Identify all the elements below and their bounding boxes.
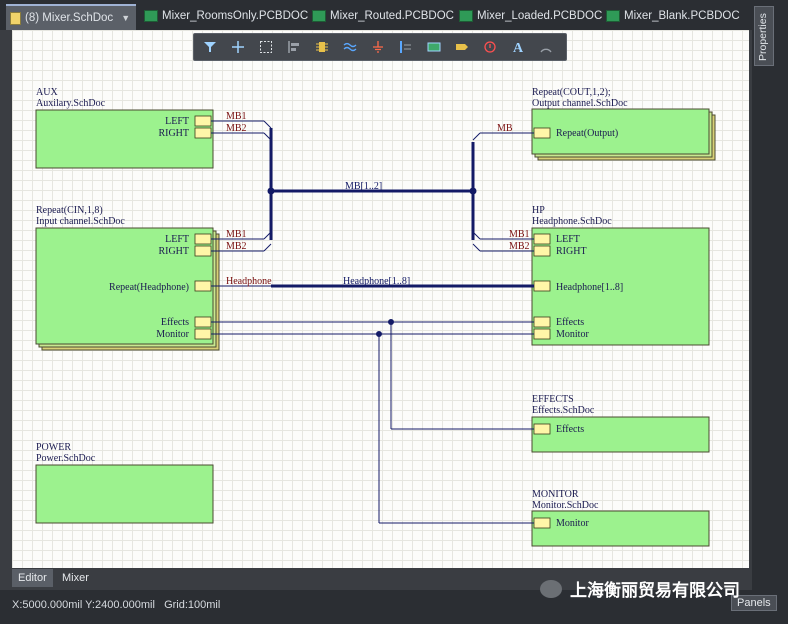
- svg-text:Power.SchDoc: Power.SchDoc: [36, 453, 96, 464]
- pcb-doc-icon: [144, 10, 158, 22]
- active-bar-toolbar: A: [193, 33, 567, 61]
- svg-text:Effects: Effects: [556, 317, 584, 328]
- align-icon[interactable]: [286, 39, 302, 55]
- component-icon[interactable]: [314, 39, 330, 55]
- sheet-symbol-aux[interactable]: AUX Auxilary.SchDoc LEFT RIGHT: [35, 87, 214, 169]
- wechat-icon: [540, 579, 562, 598]
- net-label-mb2: MB2: [226, 241, 247, 252]
- tab-mixer[interactable]: Mixer: [62, 572, 89, 584]
- wire-effects[interactable]: [211, 319, 534, 430]
- svg-text:AUX: AUX: [36, 87, 58, 98]
- sheet-symbol-effects[interactable]: EFFECTS Effects.SchDoc Effects: [531, 394, 710, 453]
- svg-text:Monitor: Monitor: [556, 329, 589, 340]
- wire-monitor[interactable]: [211, 331, 534, 524]
- text-icon[interactable]: A: [510, 39, 526, 55]
- bus-icon[interactable]: [398, 39, 414, 55]
- svg-text:Input channel.SchDoc: Input channel.SchDoc: [36, 216, 125, 227]
- net-label-mb1: MB1: [509, 229, 530, 240]
- properties-panel-tab[interactable]: Properties: [754, 6, 774, 66]
- svg-text:Output channel.SchDoc: Output channel.SchDoc: [532, 98, 628, 109]
- tab-mixer-loaded[interactable]: Mixer_Loaded.PCBDOC: [459, 4, 602, 28]
- tab-mixer-schdoc[interactable]: (8) Mixer.SchDoc ▼: [6, 4, 137, 30]
- svg-text:Effects.SchDoc: Effects.SchDoc: [532, 405, 595, 416]
- svg-text:RIGHT: RIGHT: [158, 128, 189, 139]
- svg-text:Monitor.SchDoc: Monitor.SchDoc: [532, 500, 599, 511]
- net-label-mb-bus: MB[1..2]: [345, 181, 382, 192]
- svg-text:HP: HP: [532, 205, 545, 216]
- schematic-doc-icon: [10, 11, 21, 25]
- sheet-symbol-icon[interactable]: [426, 39, 442, 55]
- svg-text:POWER: POWER: [36, 442, 71, 453]
- pcb-doc-icon: [606, 10, 620, 22]
- svg-text:EFFECTS: EFFECTS: [532, 394, 574, 405]
- svg-text:Repeat(Output): Repeat(Output): [556, 128, 618, 139]
- svg-text:RIGHT: RIGHT: [556, 246, 587, 257]
- svg-text:Auxilary.SchDoc: Auxilary.SchDoc: [36, 98, 106, 109]
- filter-icon[interactable]: [202, 39, 218, 55]
- svg-text:Repeat(COUT,1,2);: Repeat(COUT,1,2);: [532, 87, 611, 98]
- panels-button[interactable]: Panels: [731, 595, 777, 611]
- sheet-symbol-monitor[interactable]: MONITOR Monitor.SchDoc Monitor: [531, 489, 710, 547]
- svg-text:Monitor: Monitor: [156, 329, 189, 340]
- ground-icon[interactable]: [370, 39, 386, 55]
- svg-text:Headphone[1..8]: Headphone[1..8]: [556, 282, 623, 293]
- tab-mixer-blank[interactable]: Mixer_Blank.PCBDOC: [606, 4, 740, 28]
- svg-text:LEFT: LEFT: [165, 234, 189, 245]
- pcb-doc-icon: [312, 10, 326, 22]
- svg-text:Repeat(Headphone): Repeat(Headphone): [109, 282, 189, 293]
- sheet-symbol-input-channel[interactable]: Repeat(CIN,1,8) Input channel.SchDoc LEF…: [35, 205, 220, 351]
- net-label-mb2: MB2: [226, 123, 247, 134]
- svg-text:LEFT: LEFT: [165, 116, 189, 127]
- svg-text:A: A: [513, 41, 524, 54]
- sheet-symbol-output[interactable]: Repeat(COUT,1,2); Output channel.SchDoc …: [531, 87, 716, 161]
- right-panel-strip: [752, 0, 788, 624]
- net-label-mb1: MB1: [226, 229, 247, 240]
- net-label-mb: MB: [497, 123, 513, 134]
- document-tab-bar: (8) Mixer.SchDoc ▼ Mixer_RoomsOnly.PCBDO…: [0, 0, 752, 30]
- no-erc-icon[interactable]: [482, 39, 498, 55]
- svg-text:Monitor: Monitor: [556, 518, 589, 529]
- sheet-symbol-power[interactable]: POWER Power.SchDoc: [35, 442, 214, 524]
- select-rect-icon[interactable]: [258, 39, 274, 55]
- net-label-mb1: MB1: [226, 111, 247, 122]
- svg-text:LEFT: LEFT: [556, 234, 580, 245]
- net-label-headphone: Headphone: [226, 276, 272, 287]
- chevron-down-icon[interactable]: ▼: [121, 13, 131, 23]
- svg-text:RIGHT: RIGHT: [158, 246, 189, 257]
- pcb-doc-icon: [459, 10, 473, 22]
- svg-text:Repeat(CIN,1,8): Repeat(CIN,1,8): [36, 205, 103, 216]
- svg-text:MONITOR: MONITOR: [532, 489, 579, 500]
- net-labels: MB1 MB2 MB MB[1..2] MB1 MB2 MB1 MB2 Head…: [226, 111, 530, 287]
- tab-mixer-roomsonly[interactable]: Mixer_RoomsOnly.PCBDOC: [144, 4, 308, 28]
- crosshair-icon[interactable]: [230, 39, 246, 55]
- status-bar: X:5000.000mil Y:2400.000mil Grid:100mil: [0, 590, 752, 624]
- cursor-coordinates: X:5000.000mil Y:2400.000mil Grid:100mil: [12, 599, 221, 611]
- sheet-symbol-headphone[interactable]: HP Headphone.SchDoc LEFT RIGHT Headphone…: [531, 205, 710, 346]
- watermark: 上海衡丽贸易有限公司: [540, 576, 740, 601]
- arc-icon[interactable]: [538, 39, 554, 55]
- tab-mixer-routed[interactable]: Mixer_Routed.PCBDOC: [312, 4, 454, 28]
- svg-text:Headphone.SchDoc: Headphone.SchDoc: [532, 216, 612, 227]
- port-icon[interactable]: [454, 39, 470, 55]
- tab-editor[interactable]: Editor: [12, 569, 53, 587]
- net-label-headphone-bus: Headphone[1..8]: [343, 276, 410, 287]
- bus-mb[interactable]: [211, 120, 534, 252]
- svg-text:Effects: Effects: [556, 424, 584, 435]
- net-label-mb2: MB2: [509, 241, 530, 252]
- wire-icon[interactable]: [342, 39, 358, 55]
- svg-text:Effects: Effects: [161, 317, 189, 328]
